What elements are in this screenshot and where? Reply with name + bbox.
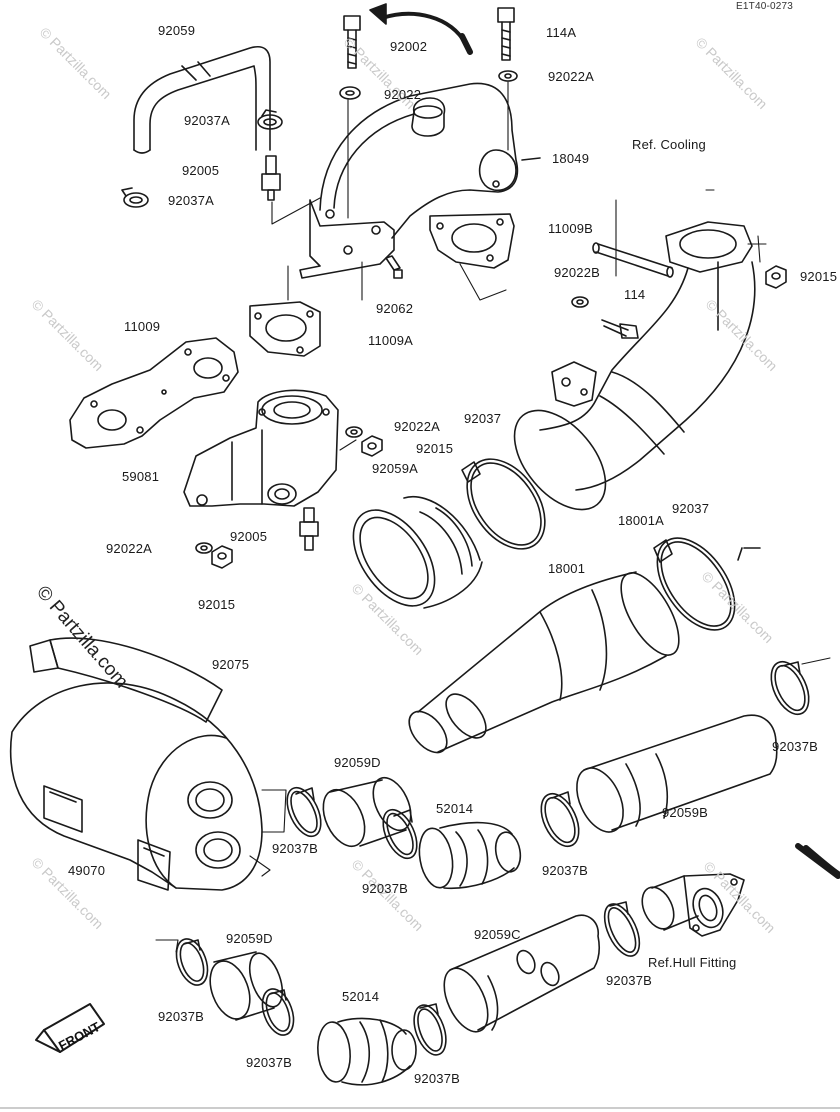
hose-92059d-low bbox=[209, 951, 284, 1021]
part-label: 92005 bbox=[182, 163, 220, 178]
part-label: 92037 bbox=[464, 411, 502, 426]
hose-92059 bbox=[133, 46, 271, 154]
part-label: 92037B bbox=[362, 881, 409, 896]
part-label: 114 bbox=[624, 287, 646, 302]
part-label: 92002 bbox=[390, 39, 428, 54]
nut-92015-mid bbox=[361, 435, 383, 457]
part-label: 92022 bbox=[384, 87, 422, 102]
part-label: 92022B bbox=[554, 265, 601, 280]
part-label: 11009B bbox=[548, 221, 594, 236]
nipple-92005-mid bbox=[299, 507, 319, 551]
heatshield-92075 bbox=[29, 637, 223, 723]
clamp-92037b-right-b bbox=[540, 791, 580, 848]
part-label: 92015 bbox=[198, 597, 236, 612]
bolt-92002 bbox=[343, 15, 361, 69]
part-label: 92062 bbox=[376, 301, 414, 316]
washer-92022a-top bbox=[498, 70, 518, 82]
part-label: Ref.Hull Fitting bbox=[648, 955, 737, 970]
clamp-92037a-lower bbox=[121, 187, 149, 208]
nipple-92062 bbox=[385, 255, 403, 279]
clamp-92037b-mid-b bbox=[382, 808, 418, 860]
part-label: 92059A bbox=[372, 461, 419, 476]
nut-92015-right bbox=[765, 265, 787, 289]
clamp-92037b-low-b bbox=[261, 988, 295, 1036]
clamp-92037b-low-d bbox=[603, 901, 641, 957]
part-label: 114A bbox=[546, 25, 577, 40]
part-label: 52014 bbox=[342, 989, 380, 1004]
part-label: 49070 bbox=[68, 863, 106, 878]
part-label: 92005 bbox=[230, 529, 268, 544]
hose-92059b bbox=[576, 714, 778, 833]
part-label: 92015 bbox=[800, 269, 838, 284]
diagram-code: E1T40-0273 bbox=[736, 1, 794, 12]
part-label: 52014 bbox=[436, 801, 474, 816]
manifold-18049 bbox=[299, 82, 541, 279]
part-label: 92037B bbox=[414, 1071, 461, 1086]
gasket-11009a bbox=[249, 301, 321, 357]
part-label: 92037B bbox=[606, 973, 653, 988]
part-label: 92059D bbox=[226, 931, 273, 946]
part-label: 92059B bbox=[662, 805, 709, 820]
pipe-18001a bbox=[513, 221, 756, 511]
bolt-114a bbox=[497, 7, 515, 61]
part-label: 92022A bbox=[106, 541, 153, 556]
hose-92059d-mid bbox=[322, 776, 412, 848]
pipe-18001 bbox=[408, 547, 761, 754]
clamp-92037b-low-c bbox=[413, 1003, 447, 1056]
clamp-92037-right bbox=[653, 537, 736, 631]
part-label: 11009A bbox=[368, 333, 414, 348]
front-arrow-icon bbox=[35, 1003, 105, 1053]
part-label: 92022A bbox=[394, 419, 441, 434]
part-label: 92037B bbox=[272, 841, 319, 856]
rotation-arrow-icon bbox=[369, 3, 473, 55]
part-label: 92037B bbox=[158, 1009, 205, 1024]
washer-92022a-low bbox=[195, 542, 213, 554]
part-label: 92015 bbox=[416, 441, 454, 456]
part-label: 59081 bbox=[122, 469, 160, 484]
part-label: 92037A bbox=[184, 113, 231, 128]
part-label: 18001 bbox=[548, 561, 586, 576]
part-label: 92037B bbox=[542, 863, 589, 878]
washer-92022 bbox=[339, 86, 361, 100]
elbow-52014-low bbox=[317, 1017, 417, 1086]
clamp-92037b-mid-a bbox=[286, 786, 322, 838]
gasket-11009b bbox=[429, 213, 515, 269]
cooling-tube bbox=[592, 242, 674, 278]
part-label: 92037A bbox=[168, 193, 215, 208]
clamp-92037a-upper bbox=[257, 109, 283, 130]
elbow-52014-mid bbox=[418, 821, 522, 890]
part-label: 18001A bbox=[618, 513, 665, 528]
clamp-92037b-right-a bbox=[770, 660, 810, 716]
hose-92059c bbox=[443, 914, 600, 1033]
gasket-11009 bbox=[69, 337, 239, 449]
part-label: 92059 bbox=[158, 23, 196, 38]
hose-92059a bbox=[352, 495, 483, 609]
part-label: 18049 bbox=[552, 151, 590, 166]
waterbox-59081 bbox=[183, 389, 339, 507]
part-label: 92037 bbox=[672, 501, 710, 516]
muffler-49070 bbox=[9, 682, 263, 891]
part-label: 92075 bbox=[212, 657, 250, 672]
part-label: 92059C bbox=[474, 927, 521, 942]
clamp-92037b-low-a bbox=[175, 938, 209, 986]
nipple-92005-top bbox=[261, 155, 281, 201]
nut-92015-low bbox=[211, 545, 233, 569]
part-label: 11009 bbox=[124, 319, 161, 334]
washer-92022b bbox=[571, 296, 589, 308]
part-label: 92022A bbox=[548, 69, 595, 84]
part-label: 92059D bbox=[334, 755, 381, 770]
hull-fitting bbox=[641, 873, 745, 937]
part-label: 92037B bbox=[772, 739, 819, 754]
clamp-92037-mid bbox=[461, 458, 546, 550]
washer-92022a-mid bbox=[345, 426, 363, 438]
part-label: Ref. Cooling bbox=[632, 137, 706, 152]
bolt-114 bbox=[601, 319, 639, 339]
part-label: 92037B bbox=[246, 1055, 293, 1070]
